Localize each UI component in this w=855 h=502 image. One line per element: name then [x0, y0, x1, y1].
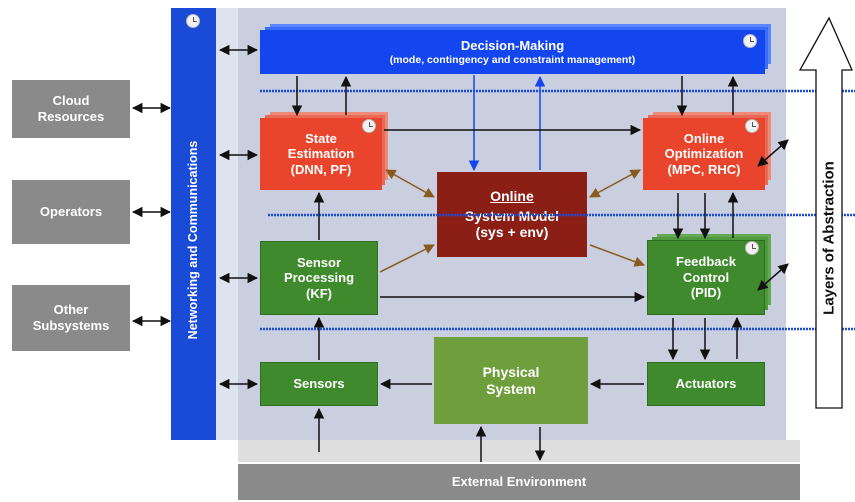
state-estimation-label-2: Estimation — [287, 146, 355, 162]
external-environment-band — [238, 440, 800, 462]
physical-system-label-2: System — [486, 380, 536, 397]
actuators-box: Actuators — [647, 362, 765, 406]
other-subsystems-label-1: Other — [53, 302, 89, 318]
clock-icon — [745, 119, 759, 133]
clock-icon — [745, 241, 759, 255]
other-subsystems-box: Other Subsystems — [12, 285, 130, 351]
actuators-label: Actuators — [675, 376, 737, 392]
feedback-control-label-1: Feedback — [676, 254, 736, 270]
physical-system-label-1: Physical — [482, 363, 540, 380]
state-estimation-label-1: State — [305, 130, 337, 146]
feedback-control-box: Feedback Control (PID) — [647, 240, 765, 315]
clock-icon — [743, 34, 757, 48]
system-model-label-3: (sys + env) — [475, 224, 549, 241]
operators-box: Operators — [12, 180, 130, 244]
arrow-model-state — [385, 169, 435, 198]
arrow-model-feedback — [589, 244, 645, 267]
sensor-processing-box: Sensor Processing (KF) — [260, 241, 378, 315]
state-estimation-label-3: (DNN, PF) — [290, 161, 352, 177]
clock-icon — [362, 119, 376, 133]
other-subsystems-label-2: Subsystems — [32, 318, 110, 333]
external-environment-label: External Environment — [451, 474, 587, 490]
clock-icon — [186, 14, 200, 28]
system-panel-edge — [216, 8, 238, 440]
online-optimization-label-1: Online — [683, 130, 725, 146]
operators-label: Operators — [39, 204, 103, 220]
sensor-processing-label-3: (KF) — [306, 285, 332, 301]
arrow-feedback-external — [757, 263, 789, 291]
arrow-model-optimization — [589, 169, 641, 198]
feedback-control-label-2: Control — [682, 269, 730, 285]
sensor-processing-label-1: Sensor — [296, 254, 342, 270]
feedback-control-label-3: (PID) — [690, 285, 722, 301]
online-optimization-label-2: Optimization — [664, 146, 744, 162]
cloud-resources-box: Cloud Resources — [12, 80, 130, 138]
online-optimization-label-3: (MPC, RHC) — [667, 161, 741, 177]
external-environment-box: External Environment — [238, 464, 800, 500]
networking-bar — [171, 8, 216, 440]
arrow-optimization-external — [757, 139, 789, 167]
system-model-label-1: Online — [490, 187, 534, 204]
cloud-resources-label-1: Cloud — [52, 93, 90, 109]
state-estimation-box: State Estimation (DNN, PF) — [260, 118, 382, 190]
cloud-resources-label-2: Resources — [37, 109, 105, 124]
physical-system-box: Physical System — [434, 337, 588, 424]
arrow-processing-model — [379, 244, 435, 273]
sensor-processing-label-2: Processing — [283, 270, 355, 286]
sensors-box: Sensors — [260, 362, 378, 406]
sensors-label: Sensors — [293, 376, 345, 392]
decision-making-subtitle: (mode, contingency and constraint manage… — [389, 53, 636, 66]
online-optimization-box: Online Optimization (MPC, RHC) — [643, 118, 765, 190]
layers-arrow-shape — [798, 16, 853, 409]
decision-making-box: Decision-Making (mode, contingency and c… — [260, 30, 765, 74]
decision-making-title: Decision-Making — [460, 37, 565, 53]
